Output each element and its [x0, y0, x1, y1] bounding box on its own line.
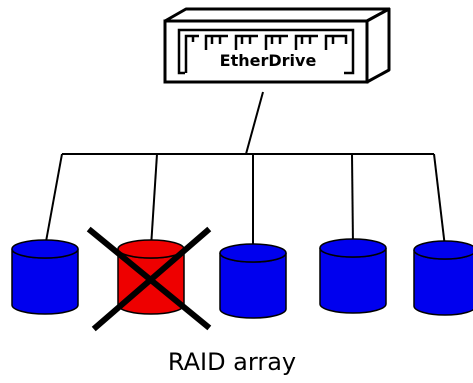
disk-5-link [433, 153, 446, 248]
disk-top [11, 239, 79, 259]
disk-top [319, 238, 387, 258]
disk-1-link [44, 153, 63, 248]
etherdrive-device: EtherDrive [163, 7, 391, 84]
device-top-face [163, 7, 391, 23]
network-lines [44, 91, 446, 251]
device-panel-outline [177, 28, 355, 75]
disk-4-link [351, 153, 354, 247]
device-label: EtherDrive [220, 51, 317, 70]
failed-disk-cross [86, 226, 212, 332]
raid-caption: RAID array [168, 348, 296, 376]
disk-top [117, 239, 185, 259]
device-side-face [365, 7, 391, 84]
disk-2-link [150, 153, 158, 248]
disk-top [219, 243, 287, 263]
disk-body [413, 249, 473, 316]
disk-5 [413, 240, 473, 316]
disk-1 [11, 239, 79, 315]
disk-3 [219, 243, 287, 319]
disk-top [413, 240, 473, 260]
disk-4 [319, 238, 387, 314]
uplink-line [245, 91, 264, 155]
disk-array [11, 238, 473, 319]
device-pin-slots [184, 34, 348, 73]
